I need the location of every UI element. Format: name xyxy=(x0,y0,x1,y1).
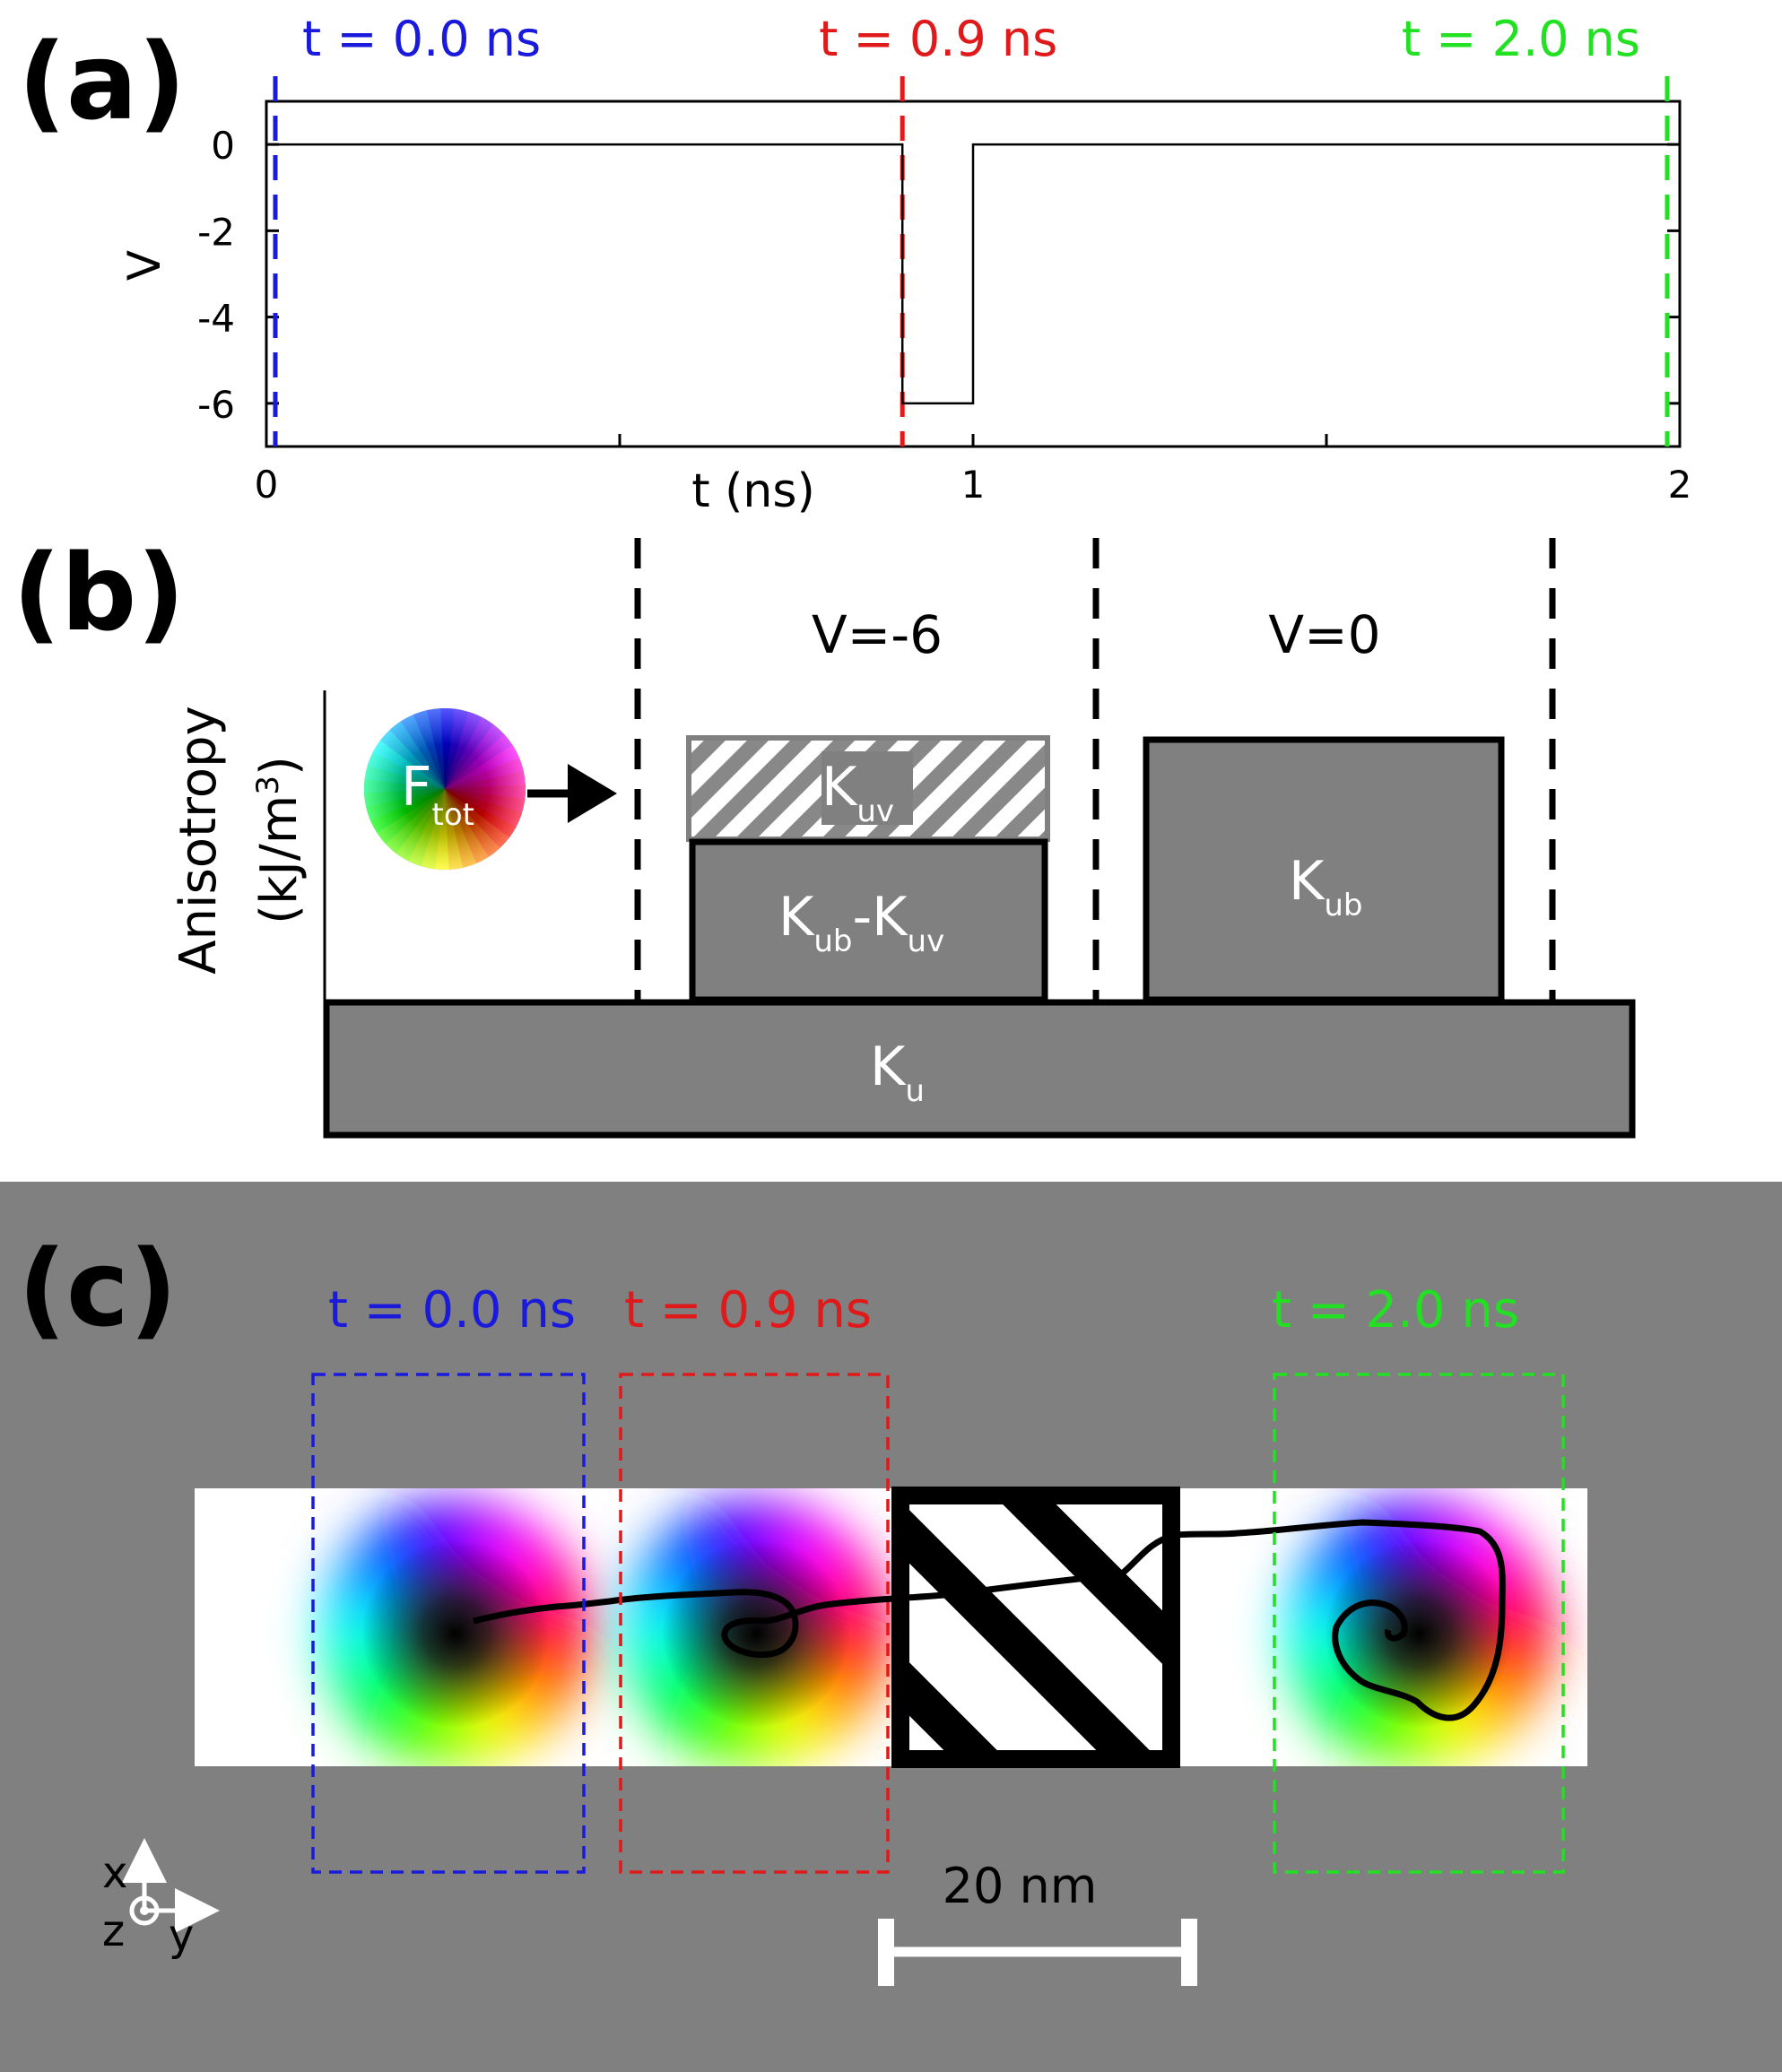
coordinate-axes xyxy=(122,1838,220,1933)
y-tick-label: -2 xyxy=(197,210,235,254)
time-marker-label: t = 2.0 ns xyxy=(1402,11,1640,67)
k-u-block xyxy=(323,999,1636,1139)
x-tick-labels: 0 1 2 xyxy=(255,463,1692,507)
k-u-label: Ku xyxy=(870,1036,925,1109)
panel-c-letter: (c) xyxy=(18,1227,178,1350)
k-uv-label-bg xyxy=(821,751,913,825)
force-label: Ftot xyxy=(401,756,474,833)
time-label-0: t = 0.0 ns xyxy=(328,1281,576,1339)
k-uv-label: Kuv xyxy=(821,756,894,829)
x-tick-label: 0 xyxy=(255,463,279,507)
k-ub-label: Kub xyxy=(1289,850,1363,923)
skyrmion-t2 xyxy=(1284,1499,1553,1766)
scale-bar-label: 20 nm xyxy=(943,1858,1098,1914)
axis-ticks xyxy=(265,143,1682,446)
panel-c: (c) t = 0.0 ns t = 0.9 ns t = 2.0 ns xyxy=(0,1182,1782,2072)
y-tick-label: -4 xyxy=(197,297,235,341)
time-label-2: t = 2.0 ns xyxy=(1272,1281,1519,1339)
panel-b-letter: (b) xyxy=(13,531,185,655)
snapshot-box-t0-9 xyxy=(619,1373,890,1874)
scale-bar xyxy=(878,1919,1197,1986)
skyrmion-color-wheel xyxy=(362,707,527,871)
anisotropy-label: Anisotropy xyxy=(170,706,228,975)
y-tick-label: 0 xyxy=(211,124,235,168)
y-tick-label: -6 xyxy=(197,383,235,427)
time-marker-label: t = 0.9 ns xyxy=(819,11,1057,67)
snapshot-box-t2 xyxy=(1273,1373,1565,1874)
x-tick-label: 1 xyxy=(961,463,986,507)
time-markers: t = 0.0 ns t = 0.9 ns t = 2.0 ns xyxy=(273,11,1670,446)
region-label-v-minus-6: V=-6 xyxy=(812,604,943,665)
snapshot-box-t0 xyxy=(311,1373,586,1874)
k-ub-minus-k-uv-block xyxy=(689,838,1048,1003)
anisotropy-unit: (kJ/m3) xyxy=(250,756,309,924)
region-label-v-0: V=0 xyxy=(1268,604,1380,665)
force-arrow-head xyxy=(568,764,617,823)
x-tick-label: 2 xyxy=(1668,463,1692,507)
skyrmion-trajectory xyxy=(473,1519,1506,1721)
time-label-1: t = 0.9 ns xyxy=(624,1281,872,1339)
skyrmion-t0-9 xyxy=(622,1499,891,1766)
panel-b: (b) Anisotropy (kJ/m3) V=-6 V=0 Ftot Kuv… xyxy=(13,531,1636,1139)
axis-z-label: z xyxy=(102,1906,125,1956)
x-axis-label: t (ns) xyxy=(691,464,815,518)
voltage-pulse-line xyxy=(266,143,1680,405)
skyrmion-t0 xyxy=(321,1499,590,1766)
axis-x-label: x xyxy=(102,1848,127,1898)
panel-a-letter: (a) xyxy=(18,20,187,143)
voltage-gated-region xyxy=(891,1487,1180,1768)
k-ub-minus-k-uv-label: Kub-Kuv xyxy=(778,886,944,959)
y-axis-label: V xyxy=(118,250,170,281)
axis-y-label: y xyxy=(169,1911,194,1961)
time-marker-label: t = 0.0 ns xyxy=(302,11,541,67)
y-tick-labels: 0 -2 -4 -6 xyxy=(197,124,235,427)
